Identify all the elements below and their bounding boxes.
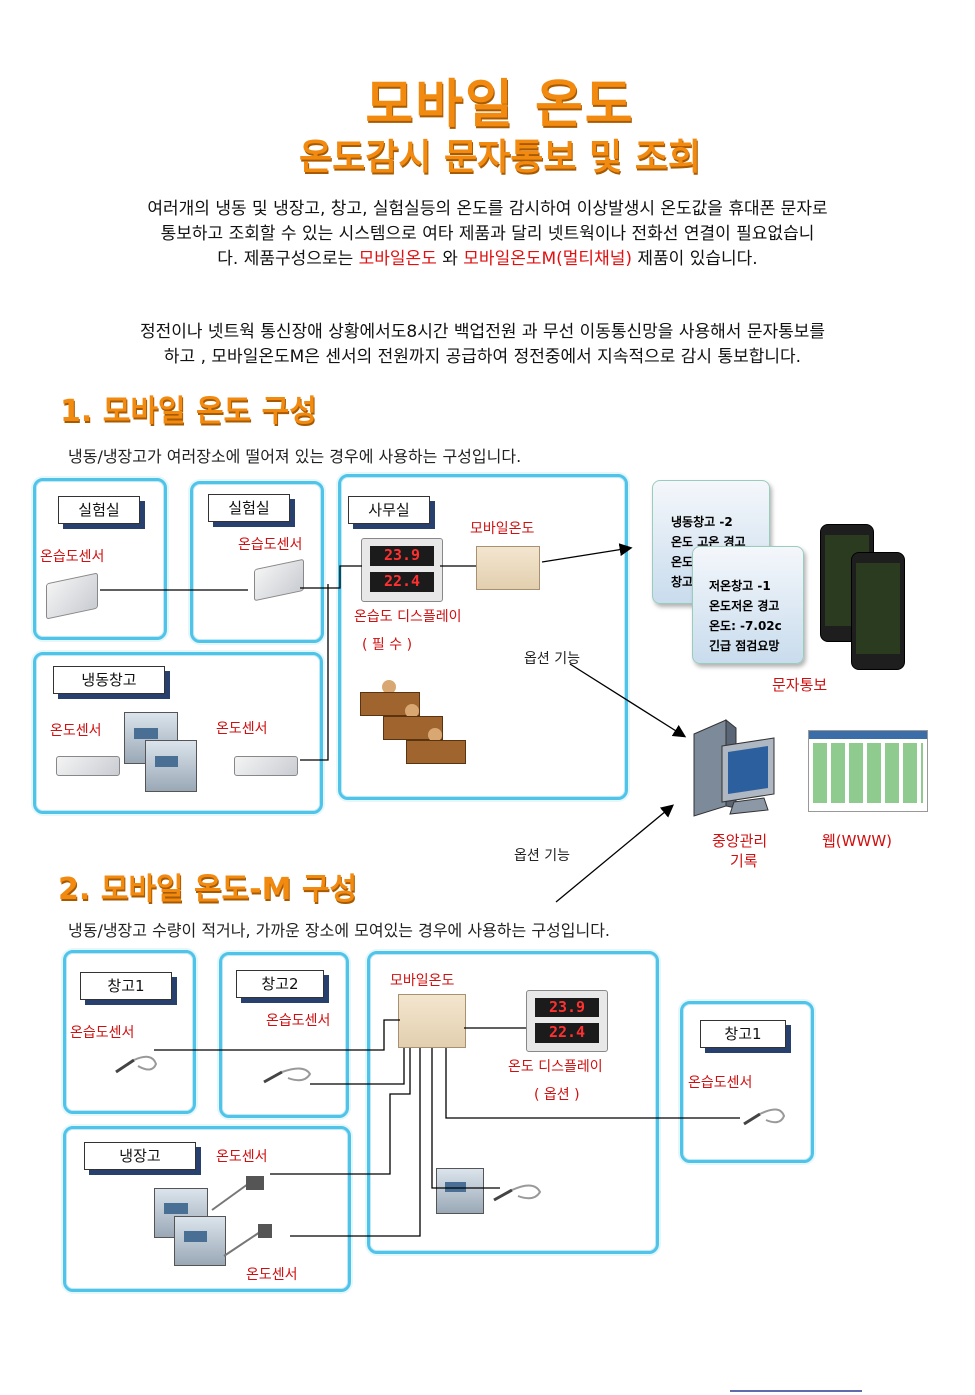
product-name: 모바일온도 <box>358 249 437 269</box>
option-function-label: 옵션 기능 <box>514 848 570 864</box>
freezer-sensor2-label: 온도센서 <box>216 721 268 737</box>
fridge-label: 냉장고 <box>84 1142 196 1170</box>
lab1-sensor-label: 온습도센서 <box>40 549 105 565</box>
temperature-sensor-icon <box>234 756 298 776</box>
display-required-label: ( 필 수 ) <box>362 637 413 653</box>
smartphone-icon <box>851 552 905 670</box>
mobile-alarm-device-icon <box>398 994 466 1048</box>
display-humidity-readout: 22.4 <box>535 1023 599 1043</box>
store2-label: 창고2 <box>236 970 324 998</box>
intro-line: 하고 , 모바일온도M은 센서의 전원까지 공급하여 정전중에서 지속적으로 감… <box>163 347 802 367</box>
freezer-label: 냉동창고 <box>53 666 165 694</box>
sms-notification-label: 문자통보 <box>772 676 828 694</box>
page-title: 모바일 온도 <box>365 75 635 135</box>
display-device-icon: 23.9 22.4 <box>361 538 443 602</box>
store3-sensor-label: 온습도센서 <box>688 1075 753 1091</box>
intro-line: 정전이나 넷트웍 통신장애 상황에서도8시간 백업전원 과 무선 이동통신망을 … <box>139 322 826 342</box>
central-management-label: 중앙관리 <box>712 832 768 850</box>
person-icon <box>405 704 419 718</box>
intro-line: 다. 제품구성으로는 모바일온도 와 모바일온도M(멀티채널) 제품이 있습니다… <box>217 249 758 269</box>
computer-icon <box>693 718 775 817</box>
intro-paragraph-2: 정전이나 넷트웍 통신장애 상황에서도8시간 백업전원 과 무선 이동통신망을 … <box>20 320 945 370</box>
central-record-label: 기록 <box>730 852 758 870</box>
lab1-box <box>33 478 167 640</box>
display-device-icon: 23.9 22.4 <box>526 990 608 1052</box>
temperature-probe-icon <box>743 1108 786 1126</box>
store2-sensor-label: 온습도센서 <box>266 1013 331 1029</box>
intro-line: 통보하고 조회할 수 있는 시스템으로 여타 제품과 달리 넷트웍이나 전화선 … <box>160 224 815 244</box>
display-option-label: ( 옵션 ) <box>534 1087 580 1103</box>
temperature-sensor-icon <box>56 756 120 776</box>
lab1-label: 실험실 <box>58 496 140 524</box>
intro-line: 여러개의 냉동 및 냉장고, 창고, 실험실등의 온도를 감시하여 이상발생시 … <box>147 199 828 219</box>
page-subtitle: 온도감시 문자통보 및 조회 <box>299 137 701 178</box>
person-icon <box>428 728 442 742</box>
display-label: 온습도 디스플레이 <box>354 609 462 625</box>
store1-label: 창고1 <box>80 972 172 1000</box>
freezer-icon <box>145 740 197 792</box>
mobile-alarm-device-icon <box>476 546 540 590</box>
mobile-temp-label: 모바일온도 <box>470 521 535 537</box>
section1-description: 냉동/냉장고가 여러장소에 떨어져 있는 경우에 사용하는 구성입니다. <box>68 447 522 466</box>
sms-message-card: 저온창고 -1 온도저온 경고 온도: -7.02c 긴급 점검요망 <box>692 546 804 664</box>
web-label: 웹(WWW) <box>822 832 892 850</box>
office-box <box>338 474 628 800</box>
display-humidity-readout: 22.4 <box>370 572 434 593</box>
store1-sensor-label: 온습도센서 <box>70 1025 135 1041</box>
person-icon <box>382 680 396 694</box>
desk-icon <box>406 740 466 764</box>
section2-description: 냉동/냉장고 수량이 적거나, 가까운 장소에 모여있는 경우에 사용하는 구성… <box>68 921 611 940</box>
temperature-probe-icon <box>211 1176 272 1257</box>
display-temp-readout: 23.9 <box>535 998 599 1018</box>
option-function-label: 옵션 기능 <box>524 651 580 667</box>
store3-label: 창고1 <box>700 1020 786 1048</box>
lab2-sensor-label: 온습도센서 <box>238 537 303 553</box>
section2-title: 2. 모바일 온도-M 구성 <box>58 872 358 907</box>
fridge-icon <box>436 1168 484 1214</box>
fridge-sensor1-label: 온도센서 <box>216 1149 268 1165</box>
web-dashboard-icon <box>808 730 928 812</box>
temperature-probe-icon <box>493 1184 542 1202</box>
temperature-probe-icon <box>115 1055 158 1074</box>
lab2-label: 실험실 <box>208 494 290 522</box>
temperature-probe-icon <box>263 1067 312 1084</box>
fridge-sensor2-label: 온도센서 <box>246 1267 298 1283</box>
lab2-box <box>190 481 324 643</box>
product-name: 모바일온도M(멀티채널) <box>463 249 632 269</box>
fridge-icon <box>174 1216 226 1266</box>
display-temp-readout: 23.9 <box>370 546 434 567</box>
intro-paragraph: 여러개의 냉동 및 냉장고, 창고, 실험실등의 온도를 감시하여 이상발생시 … <box>30 197 945 272</box>
display-label: 온도 디스플레이 <box>508 1059 603 1075</box>
mobile-temp-label: 모바일온도 <box>390 973 455 989</box>
section1-title: 1. 모바일 온도 구성 <box>60 394 317 429</box>
freezer-sensor1-label: 온도센서 <box>50 723 102 739</box>
office-label: 사무실 <box>348 496 430 524</box>
